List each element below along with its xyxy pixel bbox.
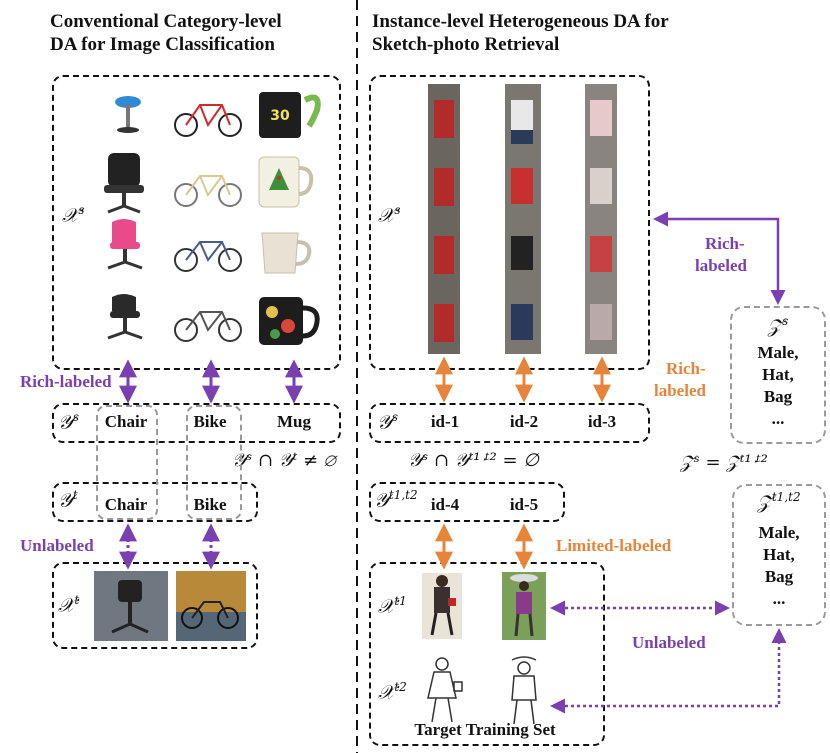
right-xt1-symbol: 𝒳t1 bbox=[378, 594, 407, 618]
left-target-image-box bbox=[52, 562, 258, 649]
left-source-label-chair: Chair bbox=[104, 412, 148, 431]
target-bike-photo bbox=[176, 571, 246, 641]
target-sketch-man bbox=[511, 656, 537, 725]
right-ys-symbol: 𝒴s bbox=[377, 410, 399, 434]
left-target-label-chair: Chair bbox=[104, 495, 148, 514]
right-source-photo-box bbox=[369, 75, 650, 370]
target-chair-photo bbox=[94, 571, 168, 641]
left-yt-box bbox=[52, 482, 258, 522]
bike-image-3 bbox=[174, 241, 242, 272]
photo-strip-id-1 bbox=[428, 84, 460, 354]
stool-image bbox=[115, 96, 141, 133]
zt-attribute-list: Male,Hat,Bag... bbox=[758, 523, 800, 608]
right-source-id-2: id-2 bbox=[509, 412, 539, 431]
right-yt-symbol: 𝒴t1,t2 bbox=[374, 488, 418, 512]
right-limited-labeled-label: Limited-labeled bbox=[556, 536, 672, 555]
mug-image-3 bbox=[261, 232, 312, 274]
bike-image-1 bbox=[174, 104, 242, 137]
right-xt2-symbol: 𝒳t2 bbox=[378, 680, 407, 704]
left-ys-box bbox=[52, 403, 341, 443]
target-photo-man bbox=[502, 572, 546, 640]
shared-category-chair-box bbox=[96, 405, 158, 520]
zs-attribute-box bbox=[730, 306, 826, 444]
left-xt-symbol: 𝒳t bbox=[58, 593, 80, 617]
arrow-source-to-zs bbox=[653, 211, 786, 305]
zs-attribute-list: Male,Hat,Bag... bbox=[757, 343, 799, 428]
photo-strip-id-3 bbox=[585, 84, 617, 354]
left-xs-symbol: 𝒳s bbox=[62, 203, 85, 227]
chair-image-2 bbox=[107, 219, 143, 270]
left-source-image-box bbox=[52, 75, 341, 370]
bike-image-2 bbox=[174, 175, 242, 207]
right-ys-box bbox=[369, 403, 650, 443]
arrow-sketch-to-zt bbox=[550, 628, 787, 714]
photo-strip-id-2 bbox=[505, 84, 541, 354]
left-rich-labeled-label: Rich-labeled bbox=[20, 372, 112, 391]
right-target-id-5: id-5 bbox=[509, 495, 539, 514]
right-xs-symbol: 𝒳s bbox=[378, 203, 401, 227]
attribute-space-equality: 𝒵ˢ = 𝒵ᵗ¹ᐧᵗ² bbox=[680, 452, 768, 473]
right-source-id-1: id-1 bbox=[430, 412, 460, 431]
left-intersection-statement: 𝒴ˢ ∩ 𝒴ᵗ ≠ ∅ bbox=[232, 450, 336, 471]
chair-image-1 bbox=[104, 153, 144, 214]
right-source-id-3: id-3 bbox=[587, 412, 617, 431]
target-training-set-label: Target Training Set bbox=[414, 720, 556, 739]
left-source-label-bike: Bike bbox=[193, 412, 227, 431]
left-target-label-bike: Bike bbox=[193, 495, 227, 514]
right-intersection-statement: 𝒴ˢ ∩ 𝒴ᵗ¹ᐧᵗ² = ∅ bbox=[408, 450, 539, 471]
shared-category-bike-box bbox=[186, 405, 242, 520]
left-source-label-mug: Mug bbox=[277, 412, 311, 431]
mug-image-4 bbox=[259, 297, 320, 345]
zs-symbol: 𝒵s bbox=[767, 314, 789, 338]
right-rich-labeled-orange: Rich-labeled bbox=[654, 359, 706, 400]
mug-image-2 bbox=[258, 156, 314, 208]
mug-image-1: 30 bbox=[259, 92, 321, 138]
left-unlabeled-label: Unlabeled bbox=[20, 536, 94, 555]
target-sketch-woman bbox=[427, 657, 463, 723]
zt-attribute-box bbox=[732, 484, 826, 626]
target-photo-woman bbox=[422, 573, 462, 639]
zt-symbol: 𝒵t1,t2 bbox=[757, 490, 801, 514]
left-yt-symbol: 𝒴t bbox=[58, 488, 78, 512]
right-target-id-4: id-4 bbox=[430, 495, 460, 514]
svg-text:30: 30 bbox=[270, 108, 290, 124]
right-yt-box bbox=[369, 482, 565, 522]
bike-image-4 bbox=[174, 311, 242, 342]
chair-image-3 bbox=[107, 294, 143, 340]
left-ys-symbol: 𝒴s bbox=[58, 410, 80, 434]
